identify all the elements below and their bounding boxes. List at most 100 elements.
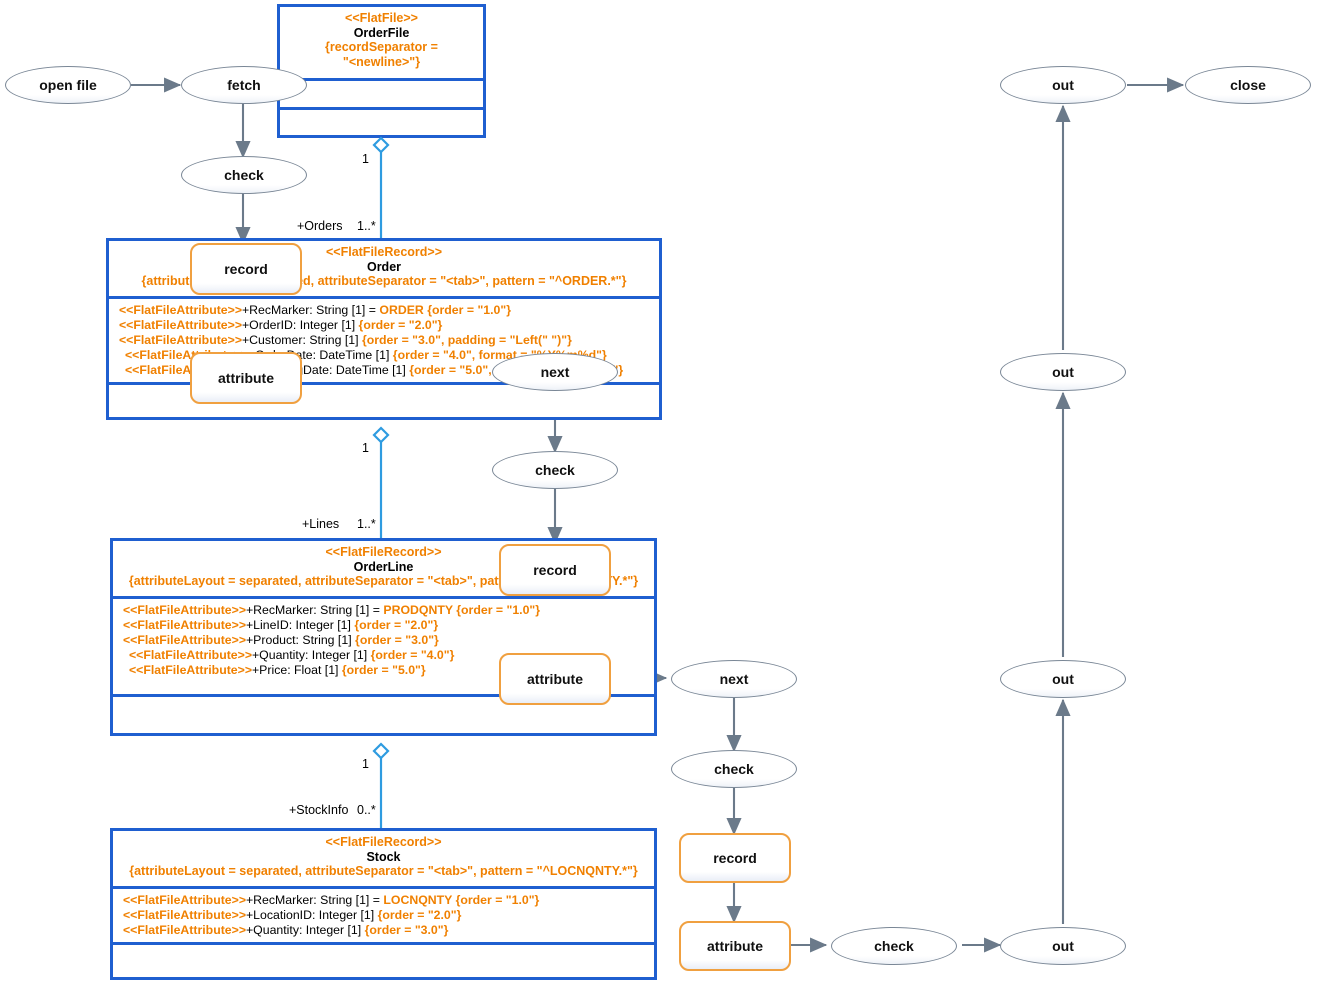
node-label: attribute [218, 370, 274, 386]
attribute-stereotype: <<FlatFileAttribute>> [123, 893, 246, 907]
attribute-stereotype: <<FlatFileAttribute>> [129, 648, 252, 662]
attribute-default-value: ORDER [379, 303, 424, 317]
node-out-3[interactable]: out [1000, 660, 1126, 698]
node-record-stock[interactable]: record [679, 833, 791, 883]
attribute-tags: {order = "3.0", padding = "Left(" ")"} [361, 333, 572, 347]
node-label: next [540, 364, 570, 380]
node-record-order[interactable]: record [190, 243, 302, 295]
class-box-orderfile[interactable]: <<FlatFile>> OrderFile {recordSeparator … [277, 4, 486, 138]
node-check-1[interactable]: check [181, 156, 307, 194]
node-out-1[interactable]: out [1000, 66, 1126, 104]
association-role-name: +StockInfo [289, 803, 349, 817]
node-next-order[interactable]: next [492, 353, 618, 391]
node-record-orderline[interactable]: record [499, 544, 611, 596]
attribute-signature: +RecMarker: String [1] = [242, 303, 380, 317]
attribute-row: <<FlatFileAttribute>>+OrderID: Integer [… [119, 318, 653, 333]
node-label: out [1052, 364, 1074, 380]
attribute-stereotype: <<FlatFileAttribute>> [123, 923, 246, 937]
class-attributes-stock: <<FlatFileAttribute>>+RecMarker: String … [113, 889, 654, 945]
node-label: out [1052, 938, 1074, 954]
attribute-tags: {order = "2.0"} [358, 318, 443, 332]
attribute-default-value: LOCNQNTY [383, 893, 453, 907]
association-target-multiplicity: 1..* [357, 219, 376, 233]
node-label: check [874, 938, 914, 954]
attribute-signature: +Price: Float [1] [252, 663, 342, 677]
attribute-tags: {order = "1.0"} [423, 303, 511, 317]
association-source-multiplicity: 1 [362, 441, 369, 455]
association-target-multiplicity: 0..* [357, 803, 376, 817]
attribute-row: <<FlatFileAttribute>>+LineID: Integer [1… [123, 618, 648, 633]
node-label: out [1052, 77, 1074, 93]
node-attribute-stock[interactable]: attribute [679, 921, 791, 971]
attribute-signature: +LineID: Integer [1] [246, 618, 355, 632]
node-label: attribute [527, 671, 583, 687]
attribute-stereotype: <<FlatFileAttribute>> [123, 633, 246, 647]
node-check-3[interactable]: check [671, 750, 797, 788]
class-header-stock: <<FlatFileRecord>> Stock {attributeLayou… [113, 831, 654, 889]
node-label: close [1230, 77, 1266, 93]
class-name: Stock [366, 849, 401, 864]
attribute-row: <<FlatFileAttribute>>+RecMarker: String … [123, 603, 648, 618]
attribute-stereotype: <<FlatFileAttribute>> [119, 303, 242, 317]
class-stereotype: <<FlatFileRecord>> [325, 245, 443, 259]
attribute-stereotype: <<FlatFileAttribute>> [129, 663, 252, 677]
class-box-stock[interactable]: <<FlatFileRecord>> Stock {attributeLayou… [110, 828, 657, 980]
association-role-name: +Lines [302, 517, 340, 531]
attribute-tags: {order = "5.0"} [341, 663, 426, 677]
node-label: out [1052, 671, 1074, 687]
attribute-stereotype: <<FlatFileAttribute>> [123, 618, 246, 632]
node-label: check [714, 761, 754, 777]
attribute-row: <<FlatFileAttribute>>+RecMarker: String … [119, 303, 653, 318]
association-source-multiplicity: 1 [362, 757, 369, 771]
node-label: open file [39, 77, 97, 93]
attribute-signature: +RecMarker: String [1] = [246, 603, 384, 617]
class-attributes-orderfile [280, 81, 483, 110]
node-close[interactable]: close [1185, 66, 1311, 104]
attribute-tags: {order = "1.0"} [452, 603, 541, 617]
node-label: check [535, 462, 575, 478]
class-operations-stock [113, 945, 654, 980]
node-open-file[interactable]: open file [5, 66, 131, 104]
class-name: OrderLine [353, 559, 414, 574]
attribute-tags: {order = "2.0"} [354, 618, 439, 632]
node-label: attribute [707, 938, 763, 954]
class-name: OrderFile [353, 25, 410, 40]
attribute-signature: +Product: String [1] [246, 633, 356, 647]
attribute-tags: {order = "2.0"} [377, 908, 462, 922]
node-attribute-orderline[interactable]: attribute [499, 653, 611, 705]
class-operations-orderfile [280, 110, 483, 135]
node-out-2[interactable]: out [1000, 353, 1126, 391]
attribute-tags: {order = "4.0"} [370, 648, 455, 662]
class-properties-line: "<newline>"} [342, 54, 421, 69]
attribute-row: <<FlatFileAttribute>>+Customer: String [… [119, 333, 653, 348]
node-check-4[interactable]: check [831, 927, 957, 965]
attribute-stereotype: <<FlatFileAttribute>> [123, 908, 246, 922]
node-check-2[interactable]: check [492, 451, 618, 489]
node-label: next [719, 671, 749, 687]
node-label: record [713, 850, 757, 866]
attribute-stereotype: <<FlatFileAttribute>> [123, 603, 246, 617]
node-fetch[interactable]: fetch [181, 66, 307, 104]
association-source-multiplicity: 1 [362, 152, 369, 166]
node-label: record [224, 261, 268, 277]
node-out-4[interactable]: out [1000, 927, 1126, 965]
node-next-orderline[interactable]: next [671, 660, 797, 698]
attribute-stereotype: <<FlatFileAttribute>> [119, 333, 242, 347]
class-name: Order [366, 259, 402, 274]
node-label: check [224, 167, 264, 183]
attribute-signature: +Quantity: Integer [1] [252, 648, 371, 662]
attribute-row: <<FlatFileAttribute>>+RecMarker: String … [123, 893, 648, 908]
attribute-tags: {order = "1.0"} [452, 893, 540, 907]
class-stereotype: <<FlatFileRecord>> [325, 545, 442, 559]
attribute-row: <<FlatFileAttribute>>+Product: String [1… [123, 633, 648, 648]
attribute-tags: {order = "3.0"} [355, 633, 439, 647]
attribute-row: <<FlatFileAttribute>>+Quantity: Integer … [123, 923, 648, 938]
attribute-default-value: PRODQNTY [383, 603, 453, 617]
attribute-signature: +RecMarker: String [1] = [246, 893, 384, 907]
node-attribute-order[interactable]: attribute [190, 352, 302, 404]
attribute-signature: +Customer: String [1] [242, 333, 362, 347]
node-label: fetch [227, 77, 261, 93]
association-role-name: +Orders [297, 219, 343, 233]
attribute-signature: +LocationID: Integer [1] [246, 908, 378, 922]
